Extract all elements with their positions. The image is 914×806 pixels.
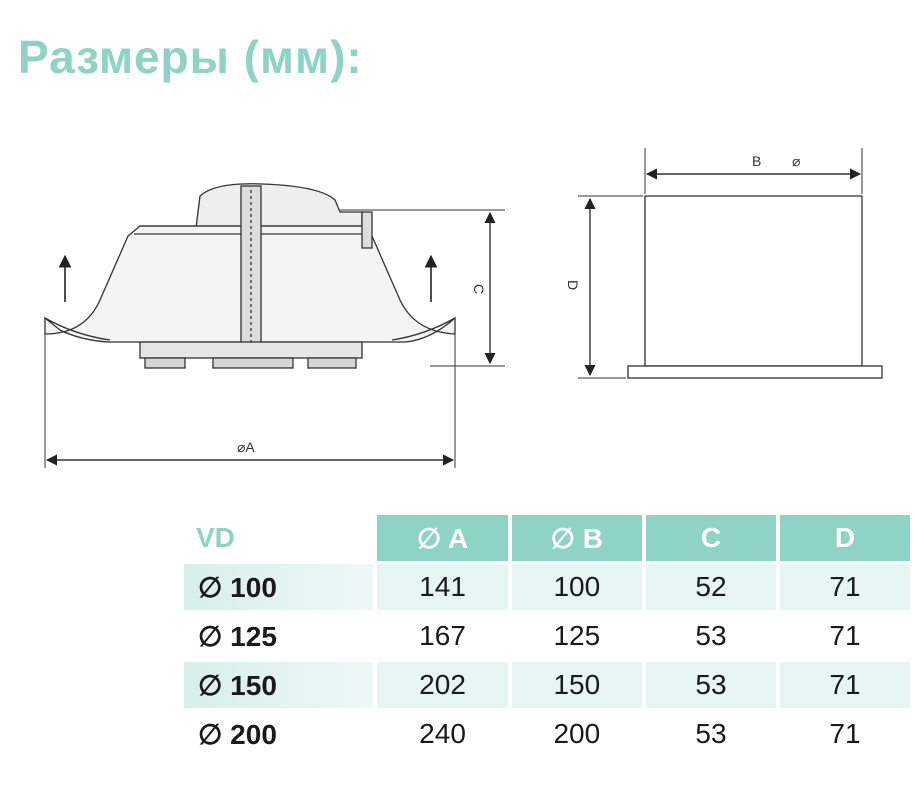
technical-drawing: ⌀A C B ⌀ D [44, 148, 883, 468]
bottom-grille [139, 341, 363, 359]
page-title: Размеры (мм): [18, 31, 363, 83]
cell-b: 100 [511, 564, 642, 610]
dimension-c-label: C [471, 284, 487, 294]
cell-c: 53 [645, 662, 776, 708]
dimensions-table: VD ∅ A ∅ B C D ∅ 100 141 100 52 71 ∅ 125… [180, 512, 914, 760]
duct-body [644, 195, 863, 367]
flange-plate [627, 365, 883, 379]
header-d: D [779, 515, 910, 561]
cell-d: 71 [779, 564, 910, 610]
cell-size: ∅ 200 [184, 711, 374, 757]
dimension-d [578, 195, 643, 379]
cell-c: 52 [645, 564, 776, 610]
dimension-b-label: B [752, 153, 761, 169]
cell-a: 167 [419, 620, 466, 651]
cell-c: 53 [695, 718, 727, 749]
header-vd: VD [184, 515, 374, 561]
header-c: C [645, 515, 776, 561]
header-b: ∅ B [511, 515, 642, 561]
cell-a: 240 [419, 718, 466, 749]
motor-housing [195, 183, 363, 233]
cell-a: 141 [377, 564, 508, 610]
cell-b: 150 [511, 662, 642, 708]
header-a: ∅ A [377, 515, 508, 561]
dimension-a [44, 322, 456, 468]
cell-d: 71 [829, 718, 861, 749]
cell-size: ∅ 125 [184, 613, 374, 659]
table-row: ∅ 100 141 100 52 71 [184, 564, 910, 610]
cell-size: ∅ 100 [184, 564, 374, 610]
cell-d: 71 [829, 620, 861, 651]
dimension-b [644, 148, 863, 194]
dimension-b-diameter: ⌀ [792, 153, 800, 169]
cell-b: 125 [553, 620, 601, 651]
table-row: ∅ 200 240 200 53 71 [184, 711, 910, 757]
center-shaft [240, 185, 262, 359]
table-header-row: VD ∅ A ∅ B C D [184, 515, 910, 561]
table-row: ∅ 150 202 150 53 71 [184, 662, 910, 708]
dimension-c [340, 209, 505, 367]
front-view [627, 195, 883, 379]
side-view [44, 183, 456, 369]
dimension-a-label: ⌀A [237, 439, 255, 455]
table-row: ∅ 125 167 125 53 71 [184, 613, 910, 659]
dimension-d-label: D [565, 280, 581, 290]
cell-b: 200 [553, 718, 601, 749]
cell-c: 53 [695, 620, 727, 651]
cell-a: 202 [377, 662, 508, 708]
cell-size: ∅ 150 [184, 662, 374, 708]
cell-d: 71 [779, 662, 910, 708]
